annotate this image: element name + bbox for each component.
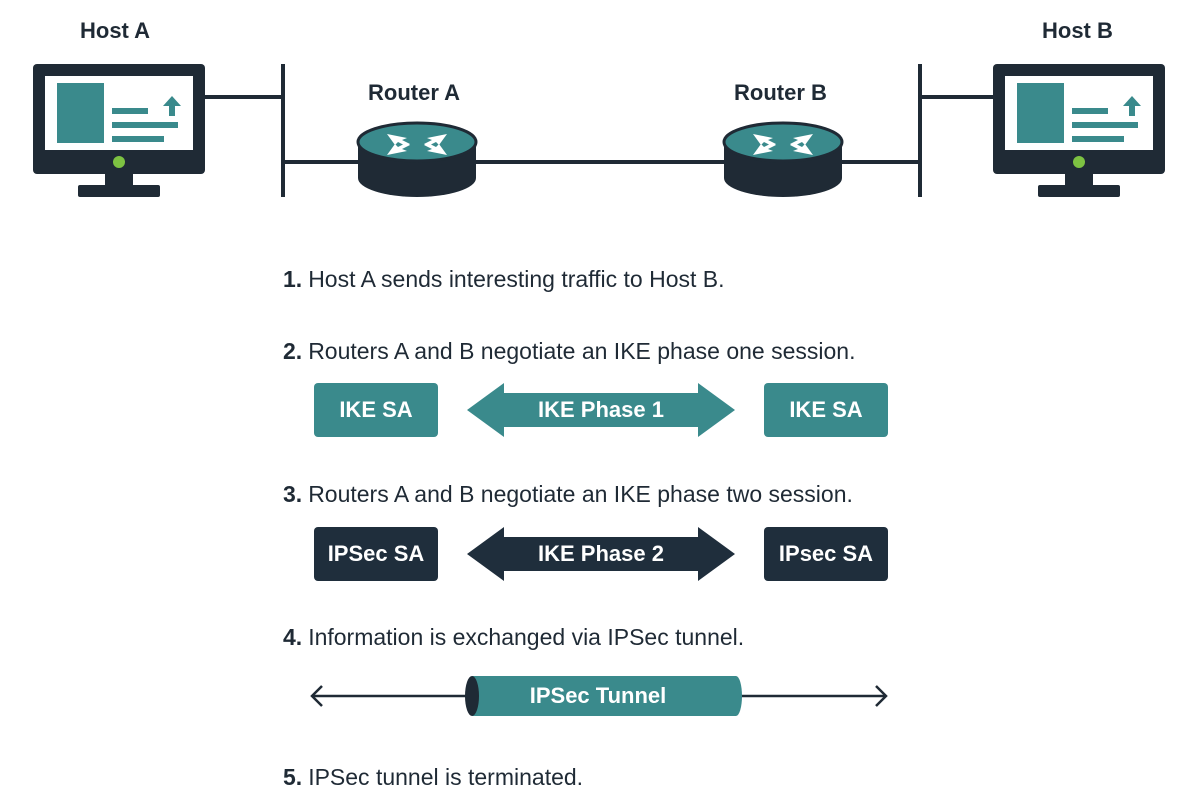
host-b-label: Host B — [1042, 18, 1113, 43]
ipsec-tunnel-graphic — [310, 676, 888, 716]
tunnel-line — [310, 685, 888, 707]
step-number: 4. — [283, 624, 303, 650]
step-text: Information is exchanged via IPSec tunne… — [308, 624, 745, 650]
network-topology — [33, 64, 1165, 197]
ike-sa-left-box: IKE SA — [314, 383, 438, 437]
ike-phase2-arrow: IKE Phase 2 — [467, 527, 735, 581]
step-text: Routers A and B negotiate an IKE phase t… — [308, 481, 853, 507]
step-1: 1.Host A sends interesting traffic to Ho… — [283, 266, 725, 293]
router-a-label: Router A — [368, 80, 461, 105]
step-text: Host A sends interesting traffic to Host… — [308, 266, 725, 292]
ike-phase2-label: IKE Phase 2 — [538, 541, 664, 566]
step-number: 3. — [283, 481, 303, 507]
router-b-label: Router B — [734, 80, 827, 105]
tunnel-body — [472, 676, 736, 716]
step-4: 4.Information is exchanged via IPSec tun… — [283, 624, 744, 651]
router-icon — [356, 121, 478, 197]
computer-monitor-icon — [993, 64, 1165, 197]
arrow-right-icon — [875, 685, 888, 707]
ipsec-tunnel-label: IPSec Tunnel — [529, 683, 667, 708]
tunnel-opening — [465, 676, 479, 716]
step-text: Routers A and B negotiate an IKE phase o… — [308, 338, 856, 364]
double-arrow-icon — [467, 383, 735, 437]
tunnel-end-cap — [730, 676, 742, 716]
ike-phase1-arrow: IKE Phase 1 — [467, 383, 735, 437]
step-number: 5. — [283, 764, 303, 790]
arrow-left-icon — [310, 685, 323, 707]
host-a-label: Host A — [80, 18, 151, 43]
ike-sa-right-box: IKE SA — [764, 383, 888, 437]
ipsec-sa-right-box: IPsec SA — [764, 527, 888, 581]
step-number: 2. — [283, 338, 303, 364]
router-icon — [722, 121, 844, 197]
network-links — [205, 64, 995, 197]
ipsec-sa-left-box: IPSec SA — [314, 527, 438, 581]
step-text: IPSec tunnel is terminated. — [308, 764, 584, 790]
step-number: 1. — [283, 266, 303, 292]
step-2: 2.Routers A and B negotiate an IKE phase… — [283, 338, 855, 365]
step-3: 3.Routers A and B negotiate an IKE phase… — [283, 481, 853, 508]
ike-phase1-label: IKE Phase 1 — [538, 397, 664, 422]
double-arrow-icon — [467, 527, 735, 581]
step-5: 5.IPSec tunnel is terminated. — [283, 764, 583, 791]
computer-monitor-icon — [33, 64, 205, 197]
